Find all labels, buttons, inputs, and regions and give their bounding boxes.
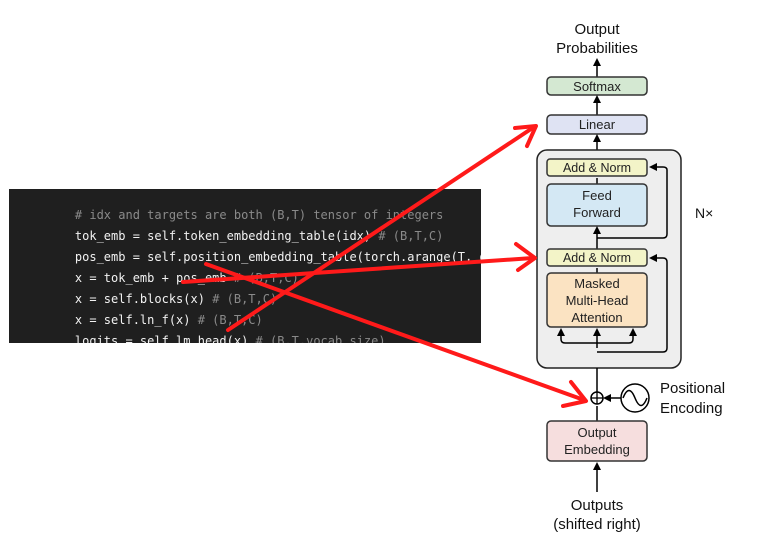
residual-connection xyxy=(597,163,668,239)
positional-encoding-line2: Encoding xyxy=(660,400,723,417)
add-norm-bottom-box xyxy=(546,248,648,267)
masked-attention-line3: Attention xyxy=(571,310,622,325)
sine-wave-curve xyxy=(622,389,648,407)
output-probabilities-line1: Output xyxy=(574,21,620,38)
add-norm-top-label: Add & Norm xyxy=(563,161,631,175)
masked-attention-line1: Masked xyxy=(574,276,620,291)
output-embedding-line2: Embedding xyxy=(564,442,630,457)
softmax-label: Softmax xyxy=(573,79,621,94)
outputs-line2: (shifted right) xyxy=(553,516,641,533)
add-norm-top-box xyxy=(546,158,648,177)
feed-forward-line2: Forward xyxy=(573,205,621,220)
feed-forward-line1: Feed xyxy=(582,188,612,203)
masked-attention-line2: Multi-Head xyxy=(566,293,629,308)
positional-encoding-line1: Positional xyxy=(660,380,725,397)
linear-label: Linear xyxy=(579,117,616,132)
add-norm-bottom-label: Add & Norm xyxy=(563,251,631,265)
code-text: x = self.blocks(x) xyxy=(74,292,213,306)
residual-connection xyxy=(597,254,668,353)
attention-input-v xyxy=(597,328,637,344)
output-embedding-box xyxy=(546,420,648,462)
output-probabilities-line2: Probabilities xyxy=(556,40,638,57)
output-embedding-line1: Output xyxy=(577,425,616,440)
repeat-label: N× xyxy=(695,205,713,221)
code-text: x = self.ln_f(x) xyxy=(74,313,198,327)
outputs-line1: Outputs xyxy=(571,497,624,514)
code-text: logits = self.lm_head(x) xyxy=(74,334,256,343)
